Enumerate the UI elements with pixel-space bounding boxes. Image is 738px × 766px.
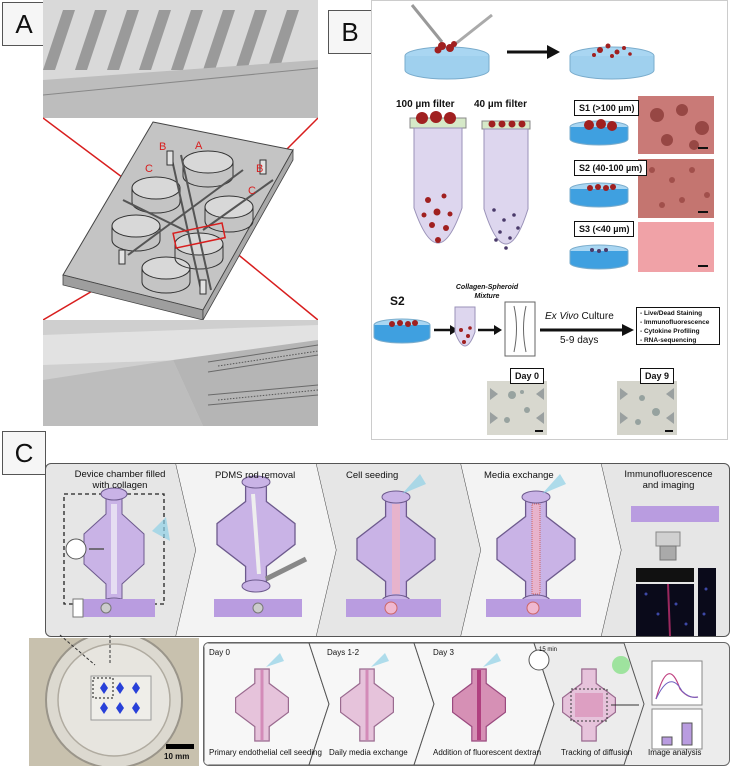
panel-letter-c: C	[2, 431, 46, 475]
step-label-5: Immunofluorescence and imaging	[624, 469, 713, 491]
step-label-2: PDMS rod removal	[215, 470, 296, 481]
filter-100-label: 100 µm filter	[396, 99, 455, 110]
panel-a-figure	[42, 0, 319, 426]
bottom-caption-1: Primary endothelial cell seeding	[209, 748, 322, 757]
bottom-caption-2: Daily media exchange	[329, 748, 408, 757]
s3-label: S3 (<40 µm)	[574, 221, 635, 237]
readout-item: - RNA-sequencing	[640, 337, 697, 344]
day9-label: Day 9	[640, 368, 675, 384]
chip-label-b-left: B	[159, 141, 167, 153]
ex-vivo-rest: Culture	[578, 311, 614, 322]
chip-label-b-right: B	[256, 163, 264, 175]
days-label: 5-9 days	[560, 335, 599, 346]
panel-c-bottom-strip	[203, 642, 730, 766]
ex-vivo-em: Ex Vivo	[545, 311, 579, 322]
readout-item: - Immunofluorescence	[640, 319, 710, 326]
step-label-4: Media exchange	[484, 470, 554, 481]
mixture-label: Collagen-Spheroid Mixture	[455, 284, 519, 300]
scale-bar-label: 10 mm	[164, 752, 190, 761]
zoom-connector	[59, 634, 111, 666]
bottom-caption-5: Image analysis	[648, 748, 702, 757]
readout-item: - Live/Dead Staining	[640, 310, 703, 317]
s1-label: S1 (>100 µm)	[574, 100, 640, 116]
s2-label: S2 (40-100 µm)	[574, 160, 648, 176]
step-label-1: Device chamber filled with collagen	[74, 469, 166, 491]
panel-b-graphics	[372, 0, 726, 438]
step-label-3: Cell seeding	[346, 470, 399, 481]
bottom-caption-4: Tracking of diffusion	[561, 748, 633, 757]
panel-c-top-strip	[45, 463, 730, 637]
day0-label: Day 0	[510, 368, 545, 384]
chip-label-c-right: C	[248, 185, 256, 197]
chip-label-a: A	[195, 140, 203, 152]
filter-40-label: 40 µm filter	[474, 99, 528, 110]
bottom-day-0: Day 0	[209, 648, 230, 657]
panel-letter-b: B	[328, 10, 372, 54]
bottom-day-2: Day 3	[433, 648, 454, 657]
ex-vivo-label: Ex Vivo Culture	[545, 311, 614, 322]
readout-box: - Live/Dead Staining - Immunofluorescenc…	[636, 307, 720, 345]
chip-label-c-left: C	[145, 163, 153, 175]
readout-item: - Cytokine Profiling	[640, 328, 700, 335]
bottom-day-1: Days 1-2	[327, 648, 360, 657]
bottom-caption-3: Addition of fluorescent dextran	[433, 748, 542, 757]
panel-letter-a: A	[2, 2, 46, 46]
panel-b-frame	[371, 0, 728, 440]
device-photo	[29, 638, 199, 766]
timer-label: 15 min	[538, 647, 557, 653]
s2-bottom-label: S2	[390, 294, 405, 308]
